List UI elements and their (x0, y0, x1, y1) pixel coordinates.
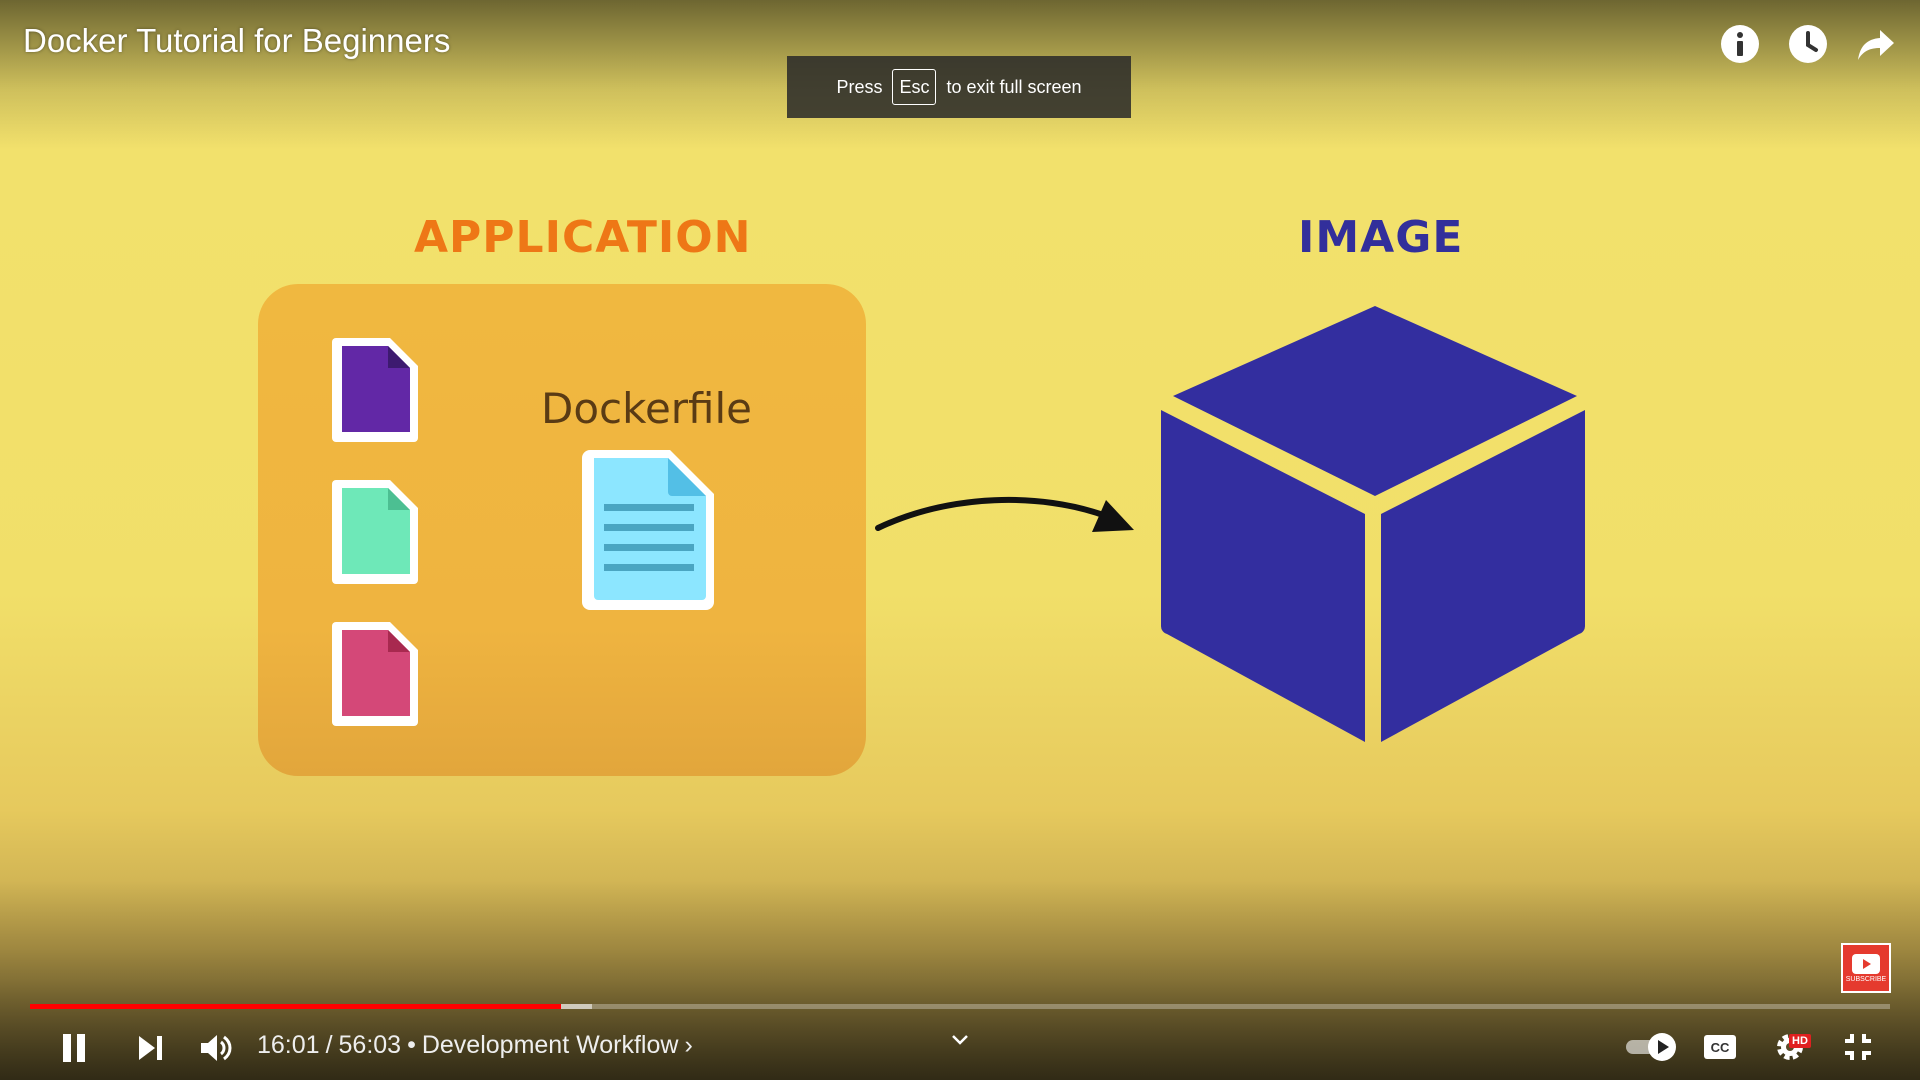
dockerfile-label: Dockerfile (541, 384, 753, 433)
exit-fullscreen-icon (1845, 1034, 1871, 1060)
exit-fullscreen-toast: Press Esc to exit full screen (787, 56, 1131, 118)
volume-icon (201, 1035, 232, 1061)
progress-rest (30, 1004, 1890, 1009)
exit-fullscreen-button[interactable] (1840, 1029, 1876, 1065)
time-and-chapter: 16:01 / 56:03 • Development Workflow › (257, 1031, 693, 1060)
next-icon (139, 1036, 162, 1060)
green-file-icon (332, 480, 418, 584)
time-separator: / (325, 1031, 333, 1059)
dockerfile-document-icon (582, 450, 714, 610)
volume-button[interactable] (196, 1028, 236, 1068)
next-button[interactable] (130, 1028, 170, 1068)
image-label: IMAGE (1298, 212, 1464, 263)
application-label: APPLICATION (414, 212, 752, 263)
captions-button[interactable]: CC (1702, 1031, 1738, 1063)
toast-press-text: Press (836, 76, 883, 97)
share-icon[interactable] (1854, 22, 1898, 66)
subscribe-watermark[interactable]: SUBSCRIBE (1841, 943, 1891, 993)
chapter-expand-button[interactable] (950, 1030, 970, 1050)
chapter-title[interactable]: Development Workflow (421, 1031, 679, 1059)
info-icon[interactable] (1718, 22, 1762, 66)
clock-icon[interactable] (1786, 22, 1830, 66)
pause-button[interactable] (54, 1028, 94, 1068)
chapter-bullet: • (407, 1031, 416, 1059)
subscribe-label: SUBSCRIBE (1845, 975, 1887, 983)
autoplay-toggle[interactable] (1624, 1031, 1680, 1063)
pink-file-icon (332, 622, 418, 726)
hd-badge: HD (1789, 1034, 1811, 1048)
top-right-actions (1718, 22, 1898, 66)
video-title[interactable]: Docker Tutorial for Beginners (23, 22, 451, 59)
current-time: 16:01 (257, 1031, 320, 1059)
progress-played (30, 1004, 561, 1009)
svg-text:CC: CC (1711, 1040, 1730, 1055)
youtube-play-icon (1852, 953, 1880, 974)
chevron-down-icon (952, 1035, 968, 1045)
esc-key-label: Esc (892, 69, 937, 105)
autoplay-toggle-icon (1626, 1033, 1676, 1061)
chapter-chevron-icon[interactable]: › (684, 1031, 693, 1059)
bottom-gradient (0, 880, 1920, 1080)
purple-file-icon (332, 338, 418, 442)
toast-rest-text: to exit full screen (946, 76, 1082, 97)
cc-icon: CC (1704, 1035, 1736, 1059)
arrow-icon (875, 496, 1134, 532)
image-cube-icon (1160, 306, 1586, 742)
pause-icon (63, 1034, 85, 1062)
progress-bar[interactable] (30, 1004, 1890, 1010)
duration: 56:03 (338, 1031, 402, 1059)
